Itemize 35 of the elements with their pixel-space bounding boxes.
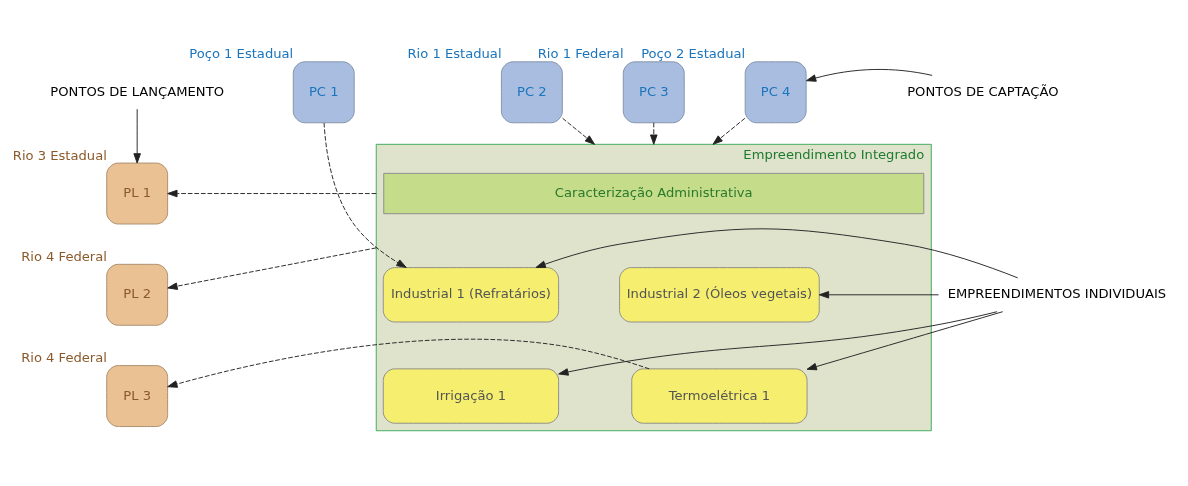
node-box: PC 3 [622, 61, 685, 124]
arrow [712, 117, 746, 145]
arrow [805, 69, 933, 82]
node-box: Industrial 2 (Óleos vegetais) [619, 267, 820, 323]
node-label: Rio 1 Federal [537, 46, 624, 62]
node-box: Caracterização Administrativa [383, 172, 925, 215]
node-label: Rio 1 Estadual [407, 46, 502, 62]
node-label: Rio 4 Federal [21, 350, 107, 366]
node-box: Termoelétrica 1 [631, 368, 808, 424]
arrow [133, 108, 141, 164]
node-text: EMPREENDIMENTOS INDIVIDUAIS [947, 286, 1167, 302]
arrow [167, 247, 377, 290]
node-box: PL 3 [106, 365, 169, 427]
node-label: Poço 1 Estadual [189, 46, 294, 62]
arrow [167, 189, 377, 198]
node-box: PC 1 [292, 61, 355, 124]
arrow [535, 228, 1019, 279]
node-label: Poço 2 Estadual [641, 46, 746, 62]
node-box: PC 2 [500, 61, 563, 124]
node-label: Rio 4 Federal [21, 248, 107, 264]
node-box: Irrigação 1 [382, 368, 560, 424]
arrow [167, 338, 650, 388]
node-box: PL 1 [106, 162, 169, 225]
arrow [806, 311, 1004, 371]
node-box: PC 4 [744, 61, 807, 124]
node-text: PONTOS DE CAPTAÇÃO [907, 83, 1059, 99]
node-box: PL 2 [106, 263, 169, 326]
arrow [818, 291, 940, 299]
arrow [323, 122, 407, 268]
arrow [562, 117, 595, 145]
node-text: PONTOS DE LANÇAMENTO [50, 83, 224, 99]
arrow [558, 311, 998, 376]
node-label: Rio 3 Estadual [12, 147, 107, 163]
node-box: Industrial 1 (Refratários) [382, 267, 560, 323]
arrow [650, 122, 658, 145]
